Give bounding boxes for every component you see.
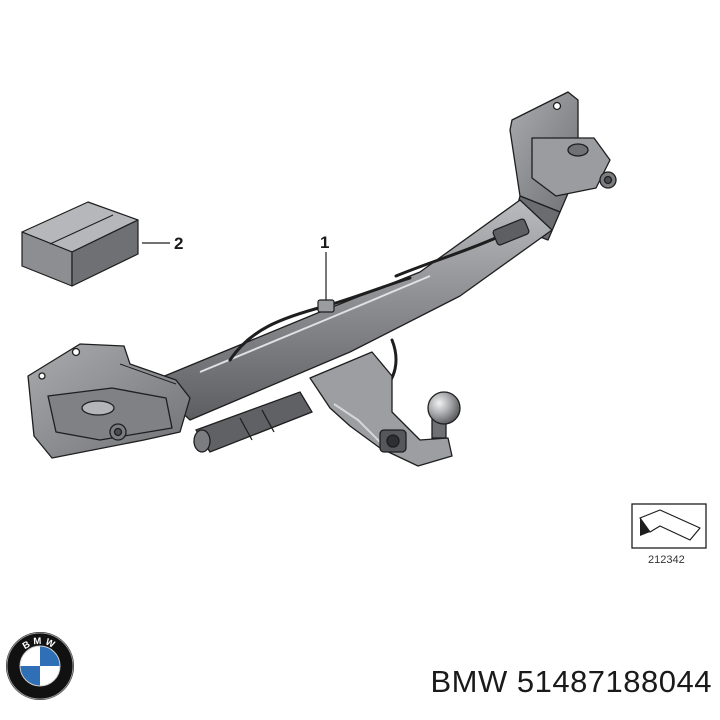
reference-number: 212342 (648, 554, 685, 566)
bmw-logo-letters: BMW (21, 636, 56, 652)
part-number-caption: BMW 51487188044 (430, 664, 712, 699)
cable-clip (317, 299, 335, 313)
bmw-logo: BMW (6, 632, 74, 700)
tow-ball (427, 391, 461, 439)
electric-actuator (193, 391, 313, 453)
callout-2: 2 (174, 234, 183, 253)
svg-text:BMW: BMW (21, 636, 59, 652)
callout-1: 1 (320, 233, 329, 252)
callout-leaders (142, 242, 327, 300)
left-mounting-bracket (27, 343, 191, 459)
wiring-connector (492, 218, 530, 246)
tow-ball-arm (309, 351, 453, 467)
reference-symbol (631, 503, 707, 549)
part-2-box (21, 201, 139, 287)
